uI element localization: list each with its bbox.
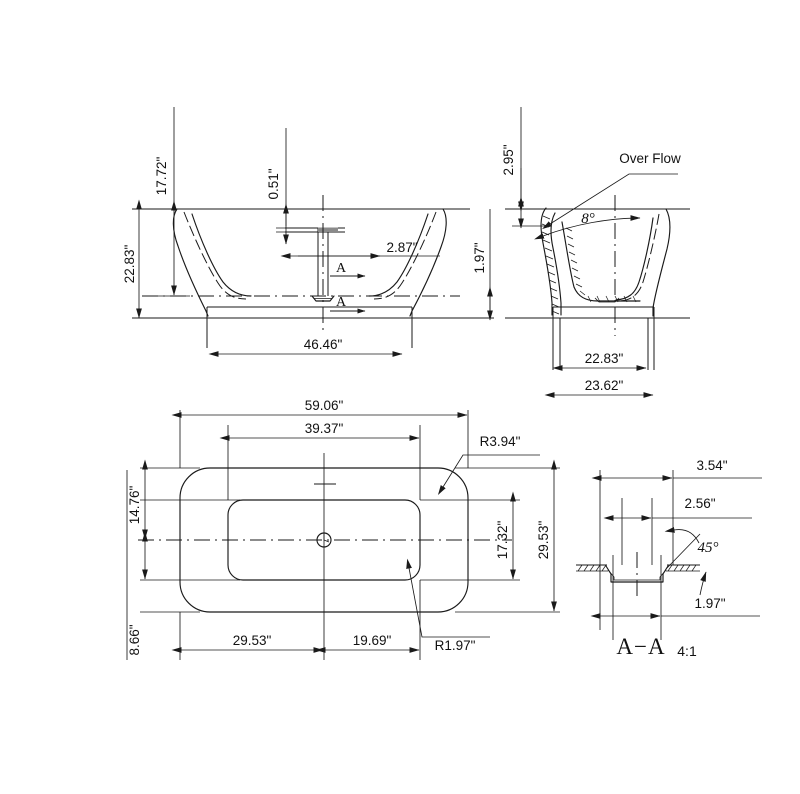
dim-label-chamfer-angle: 45° bbox=[698, 540, 719, 556]
chamfer-angle-annotation: 45° bbox=[664, 527, 719, 596]
dim-arc-wall-angle bbox=[534, 215, 641, 240]
front-right-outer-wall bbox=[409, 208, 447, 317]
section-marker-bottom-label: A bbox=[336, 295, 347, 310]
section-title: A−A bbox=[616, 634, 665, 659]
side-right-inner-hidden bbox=[619, 213, 660, 302]
overflow-leader-line bbox=[541, 173, 678, 230]
section-marker-top: A bbox=[330, 261, 366, 279]
chamfer-arc-lower bbox=[699, 571, 707, 596]
side-elevation-view: 2.95" Over Flow 8° 22.83" 23.62" bbox=[501, 107, 690, 398]
side-basin-left-profile bbox=[561, 221, 641, 302]
dim-label-overall-height: 22.83" bbox=[122, 245, 137, 284]
front-left-basin-curve bbox=[191, 213, 252, 297]
radius-inner-annotation: R1.97" bbox=[406, 558, 490, 653]
dim-label-overflow-height: 2.95" bbox=[501, 144, 516, 175]
dim-label-plan-inner-length: 39.37" bbox=[305, 421, 344, 436]
front-elevation-view: 22.83" 17.72" 0.51" 2.87" 1.97" 46.46" A… bbox=[122, 107, 494, 357]
detail-flange-left-hatch bbox=[576, 564, 608, 572]
side-right-basin-curve bbox=[615, 217, 654, 301]
dim-label-detail-upper-bore: 2.56" bbox=[684, 496, 715, 511]
dim-label-detail-lower-bore: 1.97" bbox=[694, 596, 725, 611]
dim-label-drain-offset: 2.87" bbox=[386, 240, 417, 255]
section-marker-top-label: A bbox=[336, 261, 347, 276]
dim-label-drain-stem: 0.51" bbox=[266, 168, 281, 199]
dim-label-plan-bottom-offset: 8.66" bbox=[127, 624, 142, 655]
detail-flange-right-hatch bbox=[666, 564, 700, 572]
section-scale: 4:1 bbox=[677, 643, 697, 659]
overflow-label: Over Flow bbox=[619, 151, 681, 166]
radius-inner-leader bbox=[406, 558, 490, 638]
dim-label-base-width: 46.46" bbox=[304, 337, 343, 352]
side-right-outer-wall bbox=[652, 208, 671, 317]
dim-label-inner-radius: R1.97" bbox=[435, 638, 476, 653]
dim-label-drain-from-left: 29.53" bbox=[233, 633, 272, 648]
dim-label-interior-depth: 17.72" bbox=[154, 157, 169, 196]
dim-label-outer-radius: R3.94" bbox=[480, 434, 521, 449]
dim-label-plan-inner-width: 17.32" bbox=[495, 521, 510, 560]
section-marker-bottom: A bbox=[330, 295, 366, 314]
plan-view: 59.06" 39.37" R3.94" R1.97" 17.32" 29.53… bbox=[126, 398, 560, 660]
dim-label-detail-flange: 3.54" bbox=[696, 458, 727, 473]
side-left-inner-wall bbox=[550, 212, 562, 316]
dim-label-drain-to-right: 19.69" bbox=[353, 633, 392, 648]
front-left-inner-wall-hidden bbox=[183, 211, 247, 300]
chamfer-arc-upper bbox=[664, 527, 700, 544]
radius-outer-annotation: R3.94" bbox=[437, 434, 540, 496]
side-drain-outlet bbox=[594, 297, 620, 303]
dim-label-base-height: 1.97" bbox=[472, 242, 487, 273]
overflow-annotation: Over Flow bbox=[541, 151, 681, 230]
front-left-outer-wall bbox=[172, 208, 209, 317]
dim-label-plan-overall-width: 29.53" bbox=[536, 521, 551, 560]
dim-label-side-inner-width: 22.83" bbox=[585, 351, 624, 366]
dim-label-plan-overall-length: 59.06" bbox=[305, 398, 344, 413]
plan-drain-circle bbox=[316, 532, 332, 548]
section-a-a-view: 3.54" 2.56" 45° 1.97" A−A 4:1 bbox=[576, 458, 762, 659]
dim-label-side-outer-width: 23.62" bbox=[585, 378, 624, 393]
plan-drain-hand-2 bbox=[323, 539, 330, 543]
dim-label-wall-angle: 8° bbox=[581, 211, 595, 227]
chamfer-leader-line bbox=[666, 533, 701, 569]
front-right-inner-wall-hidden bbox=[373, 211, 437, 300]
front-right-basin-curve bbox=[368, 213, 429, 297]
front-drain-cap-fill bbox=[318, 227, 338, 232]
dim-label-plan-top-offset: 14.76" bbox=[127, 486, 142, 525]
radius-outer-leader bbox=[437, 454, 540, 496]
